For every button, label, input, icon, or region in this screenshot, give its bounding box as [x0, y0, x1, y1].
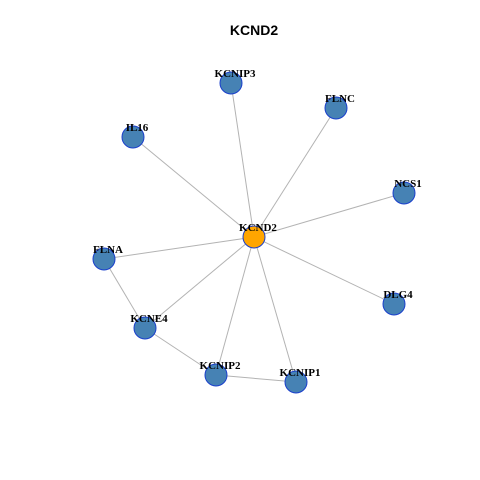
edge-kcnd2-il16: [132, 136, 255, 238]
node-kcnip1[interactable]: KCNIP1: [280, 367, 321, 394]
node-label: KCNIP3: [215, 68, 256, 80]
node-circle[interactable]: [392, 181, 416, 205]
node-circle[interactable]: [121, 125, 145, 149]
edge-layer: [103, 82, 405, 383]
diagram-title: KCND2: [230, 22, 278, 38]
node-circle[interactable]: [92, 247, 116, 271]
node-dlg4[interactable]: DLG4: [382, 289, 413, 316]
node-label: KCND2: [239, 222, 277, 234]
node-circle[interactable]: [242, 225, 266, 249]
edge-kcnd2-flnc: [253, 107, 337, 238]
node-label: IL16: [126, 122, 149, 134]
node-kcnd2[interactable]: KCND2: [239, 222, 277, 249]
edge-kcnd2-kcnip1: [253, 236, 297, 383]
node-circle[interactable]: [324, 96, 348, 120]
node-label: FLNA: [93, 244, 123, 256]
edge-kcnip2-kcnip1: [215, 374, 297, 383]
node-circle[interactable]: [284, 370, 308, 394]
node-kcne4[interactable]: KCNE4: [130, 313, 168, 340]
edge-kcne4-kcnip2: [144, 327, 217, 376]
node-label: KCNE4: [130, 313, 168, 325]
node-label: KCNIP2: [200, 360, 241, 372]
node-circle[interactable]: [204, 363, 228, 387]
node-label: NCS1: [394, 178, 422, 190]
node-label: KCNIP1: [280, 367, 321, 379]
node-flna[interactable]: FLNA: [92, 244, 123, 271]
node-kcnip3[interactable]: KCNIP3: [215, 68, 256, 95]
node-il16[interactable]: IL16: [121, 122, 149, 149]
edge-flna-kcne4: [103, 258, 146, 329]
edge-kcnd2-dlg4: [253, 236, 395, 305]
edge-kcnd2-kcnip2: [215, 236, 255, 376]
edge-kcnd2-kcne4: [144, 236, 255, 329]
node-circle[interactable]: [219, 71, 243, 95]
node-label: FLNC: [325, 93, 355, 105]
node-flnc[interactable]: FLNC: [324, 93, 355, 120]
edge-kcnd2-kcnip3: [230, 82, 255, 238]
edge-kcnd2-flna: [103, 236, 255, 260]
node-kcnip2[interactable]: KCNIP2: [200, 360, 241, 387]
node-circle[interactable]: [133, 316, 157, 340]
edge-kcnd2-ncs1: [253, 192, 405, 238]
node-circle[interactable]: [382, 292, 406, 316]
node-label: DLG4: [383, 289, 413, 301]
node-ncs1[interactable]: NCS1: [392, 178, 422, 205]
